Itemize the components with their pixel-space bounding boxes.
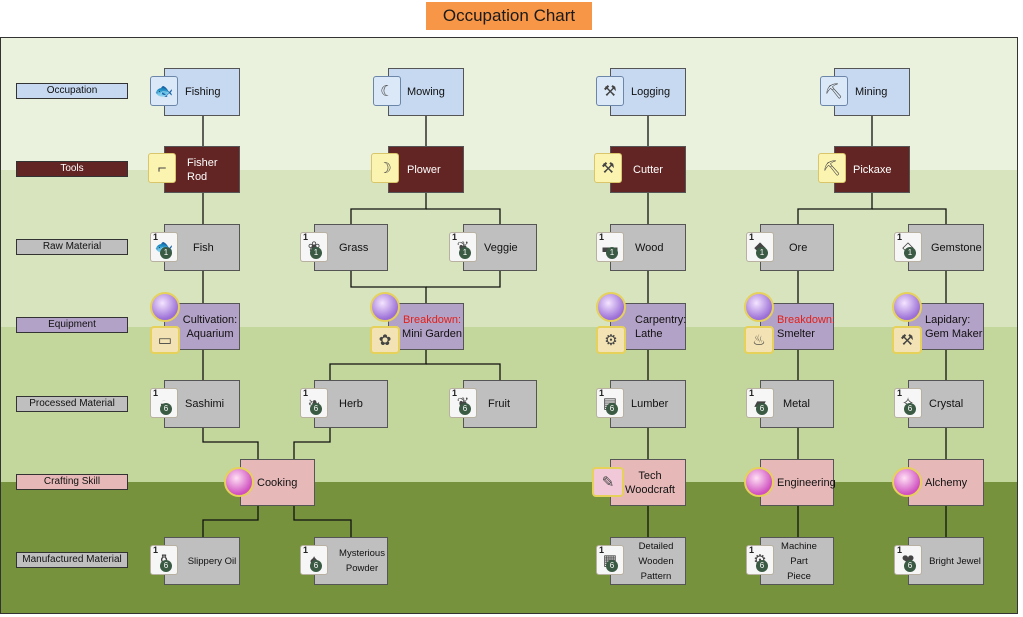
node-label: Logging	[631, 86, 671, 98]
herb-icon: 1❧6	[300, 388, 328, 418]
row-label-tools: Tools	[16, 161, 128, 177]
mushroom-powder-icon: 1♠6	[300, 545, 328, 575]
chart-title: Occupation Chart	[426, 2, 592, 30]
fish-icon: 1🐟1	[150, 232, 178, 262]
node-label: Gemstone	[931, 241, 982, 254]
aquarium-icon: ▭	[150, 326, 180, 354]
woodcraft-icon: ✎	[592, 467, 624, 497]
node-label: Metal	[783, 398, 810, 410]
fruit-icon: 1❦6	[449, 388, 477, 418]
row-label-manufactured-material: Manufactured Material	[16, 552, 128, 568]
row-label-processed-material: Processed Material	[16, 396, 128, 412]
smelter-icon: ♨	[744, 326, 774, 354]
node-plower: Plower	[388, 146, 464, 193]
node-label: Ore	[789, 241, 808, 254]
node-label: Cutter	[633, 163, 663, 176]
axe-icon: ⚒	[594, 153, 622, 183]
node-label: Cultivation:Aquarium	[182, 313, 238, 340]
gemstone-icon: 1◇1	[894, 232, 922, 262]
machine-part-icon: 1⚙6	[746, 545, 774, 575]
wood-log-icon: 1▬1	[596, 232, 624, 262]
row-label-occupation: Occupation	[16, 83, 128, 99]
node-label: Lapidary:Gem Maker	[925, 313, 983, 340]
oil-bottle-icon: 1⚱6	[150, 545, 178, 575]
carpentry-icon	[596, 292, 626, 322]
crystal-icon: 1✧6	[894, 388, 922, 418]
fishing-icon: 🐟	[150, 76, 178, 106]
node-mini-garden: Breakdown:Mini Garden	[388, 303, 464, 350]
node-label: Lumber	[631, 398, 669, 410]
node-label: Grass	[339, 241, 369, 254]
node-label: Breakdown:Smelter	[777, 313, 836, 340]
cooking-pot-icon	[224, 467, 254, 497]
ore-icon: 1◆1	[746, 232, 774, 262]
node-label: Engineering	[777, 476, 836, 489]
grass-icon: 1❀1	[300, 232, 328, 262]
fishing-rod-icon: ⌐	[148, 153, 176, 183]
node-label: Bright Jewel	[929, 555, 981, 567]
node-label: Fisher Rod	[187, 156, 218, 183]
node-label: Wood	[635, 241, 664, 254]
metal-ingot-icon: 1▰6	[746, 388, 774, 418]
sickle-icon: ☾	[373, 76, 401, 106]
node-alchemy: Alchemy	[908, 459, 984, 506]
lapidary-icon	[892, 292, 922, 322]
gem-maker-icon: ⚒	[892, 326, 922, 354]
lumber-icon: 1▤6	[596, 388, 624, 418]
node-label: Cooking	[257, 476, 298, 489]
node-label: Alchemy	[925, 476, 968, 489]
scythe-icon: ☽	[371, 153, 399, 183]
potion-flask-icon	[892, 467, 922, 497]
breakdown-icon	[370, 292, 400, 322]
node-fisher-rod: Fisher Rod	[164, 146, 240, 193]
breakdown-icon	[744, 292, 774, 322]
node-ore: Ore	[760, 224, 834, 271]
pickaxe-icon: ⛏	[820, 76, 848, 106]
node-label: Plower	[407, 163, 441, 176]
node-label: Herb	[339, 398, 363, 410]
cultivation-icon	[150, 292, 180, 322]
node-label: Breakdown:Mini Garden	[402, 313, 462, 340]
node-label: Pickaxe	[853, 163, 892, 176]
node-label: Fruit	[488, 398, 510, 410]
node-label: Fish	[193, 241, 214, 254]
pickaxe-icon: ⛏	[818, 153, 846, 183]
node-label: Veggie	[484, 241, 518, 254]
node-label: Mining	[855, 86, 888, 98]
node-label: Slippery Oil	[187, 555, 237, 567]
lathe-icon: ⚙	[596, 326, 626, 354]
jewel-icon: 1❤6	[894, 545, 922, 575]
veggie-icon: 1❦1	[449, 232, 477, 262]
node-label: Carpentry:Lathe	[635, 313, 687, 340]
gears-icon	[744, 467, 774, 497]
node-label: Crystal	[929, 398, 964, 410]
node-cutter: Cutter	[610, 146, 686, 193]
node-label: Fishing	[185, 86, 221, 98]
row-label-equipment: Equipment	[16, 317, 128, 333]
row-label-raw-material: Raw Material	[16, 239, 128, 255]
wooden-pattern-icon: 1▦6	[596, 545, 624, 575]
node-label: Sashimi	[185, 398, 225, 410]
sashimi-icon: 1◒6	[150, 388, 178, 418]
axe-icon: ⚒	[596, 76, 624, 106]
node-label: Mowing	[407, 86, 445, 98]
mini-garden-icon: ✿	[370, 326, 400, 354]
row-label-crafting-skill: Crafting Skill	[16, 474, 128, 490]
